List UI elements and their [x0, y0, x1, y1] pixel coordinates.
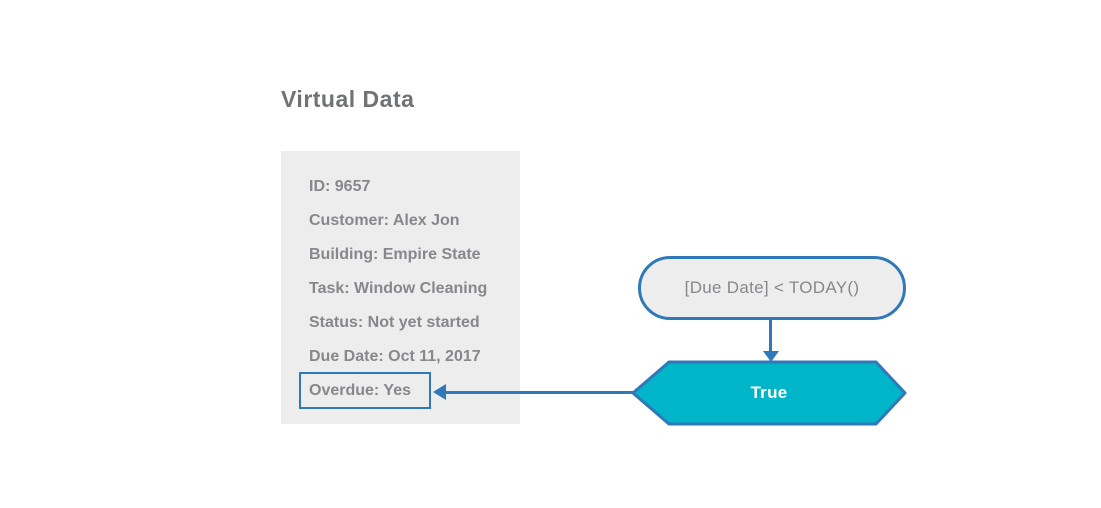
connector-left-line	[444, 391, 634, 394]
field-task: Task: Window Cleaning	[309, 280, 488, 297]
overdue-highlight-box	[299, 372, 431, 409]
field-overdue: Overdue: Yes	[309, 382, 411, 399]
field-due-date: Due Date: Oct 11, 2017	[309, 348, 481, 365]
result-node: True	[633, 361, 905, 424]
field-status: Status: Not yet started	[309, 314, 480, 331]
connector-down-line	[769, 320, 772, 353]
result-label: True	[750, 382, 788, 402]
arrow-down-icon	[763, 351, 779, 362]
result-node-shape	[631, 360, 907, 426]
field-building: Building: Empire State	[309, 246, 481, 263]
virtual-data-panel: ID: 9657 Customer: Alex Jon Building: Em…	[281, 151, 520, 424]
page-title: Virtual Data	[281, 86, 415, 112]
condition-label: [Due Date] < TODAY()	[684, 278, 860, 297]
condition-node: [Due Date] < TODAY()	[638, 256, 906, 320]
field-id: ID: 9657	[309, 178, 371, 195]
arrow-left-icon	[433, 384, 446, 400]
field-customer: Customer: Alex Jon	[309, 212, 460, 229]
